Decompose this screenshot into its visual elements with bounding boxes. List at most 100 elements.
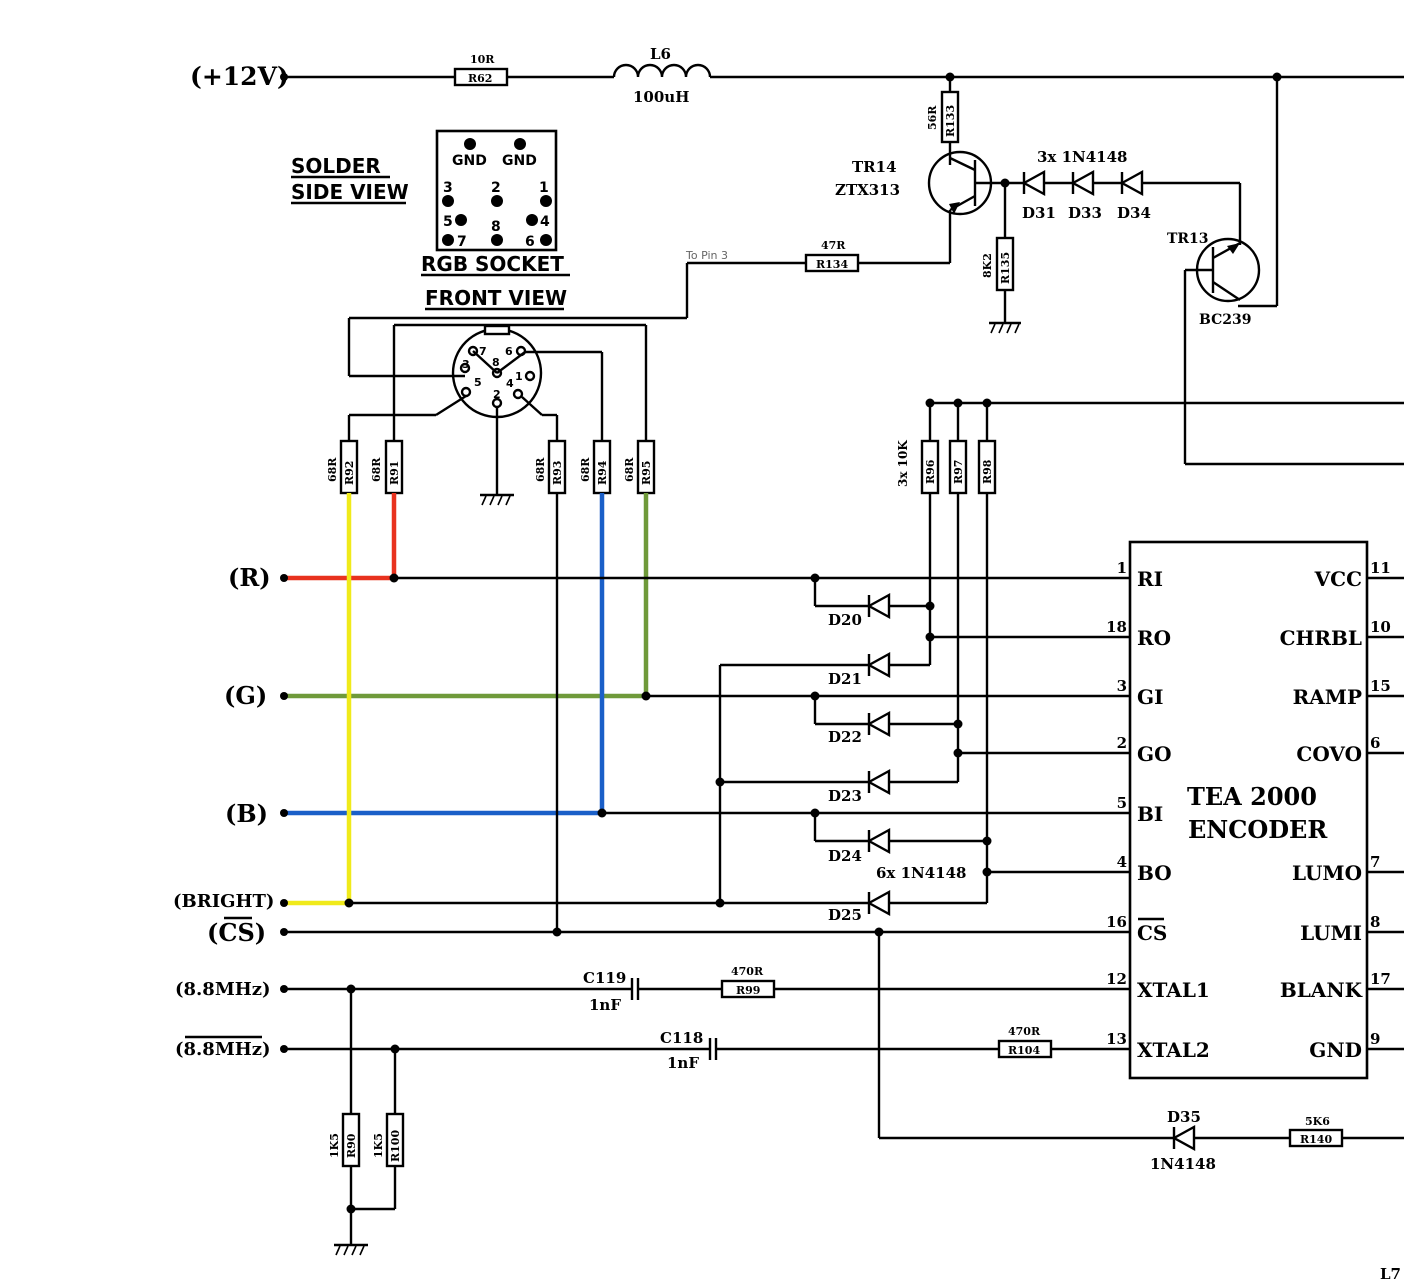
- ic-title: TEA 2000: [1187, 782, 1317, 811]
- d34-label: D34: [1117, 204, 1151, 222]
- ic-pin-number: 13: [1106, 1030, 1127, 1048]
- r95-value: 68R: [623, 457, 636, 482]
- r140-ref: R140: [1300, 1133, 1332, 1146]
- tr13-part: BC239: [1199, 312, 1251, 328]
- l6-value: 100uH: [633, 88, 689, 106]
- tr14-part: ZTX313: [835, 181, 900, 199]
- front-pin-label: 3: [462, 358, 470, 371]
- diode-d31: [1021, 169, 1046, 197]
- c119-ref: C119: [583, 969, 626, 987]
- d35-part: 1N4148: [1150, 1155, 1216, 1173]
- ic-pin-name: GND: [1309, 1038, 1362, 1062]
- ic-subtitle: ENCODER: [1188, 815, 1328, 844]
- d33-label: D33: [1068, 204, 1102, 222]
- diode-d22: [866, 710, 891, 738]
- rear-pin-label: 2: [491, 180, 501, 196]
- ic-pin-name: VCC: [1314, 567, 1362, 591]
- pullups-label: 3x 10K: [896, 440, 910, 487]
- r97-ref: R97: [952, 460, 965, 484]
- l6-ref: L6: [650, 45, 671, 63]
- rear-pin-label: 7: [457, 234, 467, 250]
- tr13-stage: TR13 BC239: [1167, 231, 1404, 466]
- ic-pin-name: GO: [1137, 742, 1172, 766]
- r99-value: 470R: [731, 965, 764, 978]
- rear-pin-label: 5: [443, 214, 453, 230]
- front-pin-label: 8: [492, 356, 500, 369]
- ic-right-pins: 11VCC10CHRBL15RAMP6COVO7LUMO8LUMI17BLANK…: [1280, 559, 1404, 1062]
- ic-pin-name: BO: [1137, 861, 1172, 885]
- ic-pin-number: 6: [1370, 734, 1380, 752]
- r104-value: 470R: [1008, 1025, 1041, 1038]
- ic-pin-name: RI: [1137, 567, 1163, 591]
- signal-g: (G): [224, 681, 267, 710]
- r104-ref: R104: [1008, 1044, 1040, 1057]
- r133-ref: R133: [944, 105, 957, 137]
- signal-cs: (CS): [207, 918, 266, 947]
- r62-ref: R62: [468, 72, 492, 85]
- diode-d23: [866, 768, 891, 796]
- r96-ref: R96: [924, 459, 937, 484]
- d20-label: D20: [828, 611, 862, 629]
- tr14-ref: TR14: [852, 158, 897, 176]
- signal-clk-n: (8.8MHz): [175, 1039, 271, 1060]
- ic-pin-name: CHRBL: [1280, 626, 1362, 650]
- inductor-l6: [612, 63, 712, 78]
- front-pin-label: 1: [515, 370, 523, 383]
- d24-label: D24: [828, 847, 862, 865]
- diode-d24: [866, 827, 891, 855]
- front-pin-label: 5: [474, 376, 482, 389]
- ic-pin-name: COVO: [1296, 742, 1362, 766]
- ic-pin-number: 2: [1117, 734, 1127, 752]
- ic-pin-number: 9: [1370, 1030, 1380, 1048]
- gnd-label-b: GND: [502, 153, 537, 169]
- front-pin-label: 2: [493, 388, 501, 401]
- ic-pin-number: 7: [1370, 853, 1380, 871]
- r93-ref: R93: [551, 461, 564, 485]
- r90-ref: R90: [345, 1133, 358, 1158]
- signal-b: (B): [225, 799, 268, 828]
- ic-pin-name: LUMI: [1300, 921, 1362, 945]
- rear-pin-label: 6: [525, 234, 535, 250]
- r92-value: 68R: [326, 457, 339, 482]
- ic-pin-number: 10: [1370, 618, 1391, 636]
- ic-pin-number: 15: [1370, 677, 1391, 695]
- r92-ref: R92: [343, 461, 356, 485]
- ic-body: [1128, 540, 1369, 1080]
- r134-ref: R134: [816, 258, 848, 271]
- ic-pin-name: RO: [1137, 626, 1171, 650]
- ic-pin-number: 11: [1370, 559, 1391, 577]
- solder-title-1: SOLDER: [291, 154, 381, 178]
- r90-value: 1K5: [328, 1133, 341, 1158]
- ic-pin-name: XTAL2: [1137, 1038, 1210, 1062]
- r140-value: 5K6: [1305, 1115, 1330, 1128]
- d31-label: D31: [1022, 204, 1056, 222]
- rear-pin-label: 4: [540, 214, 550, 230]
- ic-pin-name: LUMO: [1292, 861, 1362, 885]
- ic-pin-number: 4: [1117, 853, 1127, 871]
- r91-value: 68R: [370, 457, 383, 482]
- r133-value: 56R: [926, 105, 939, 130]
- diode-d33: [1070, 169, 1095, 197]
- ic-pin-number: 16: [1106, 913, 1127, 931]
- series-resistors: R92 68R R91 68R R93 68R R94 68R R95 68R: [326, 439, 656, 495]
- supply-rail: (+12V) 10R R62 L6 100uH: [190, 45, 1404, 308]
- r135-value: 8K2: [981, 253, 994, 278]
- rear-pin-label: 3: [443, 180, 453, 196]
- c118-value: 1nF: [667, 1054, 699, 1072]
- r91-ref: R91: [388, 461, 401, 485]
- r135-ref: R135: [999, 252, 1012, 284]
- front-view-label: FRONT VIEW: [425, 286, 567, 310]
- d22-label: D22: [828, 728, 862, 746]
- ground-symbol: [989, 321, 1021, 334]
- diodes-mid-label: 6x 1N4148: [876, 864, 967, 882]
- ic-pin-name: XTAL1: [1137, 978, 1210, 1002]
- ic-pin-number: 3: [1117, 677, 1127, 695]
- diodes-top-label: 3x 1N4148: [1037, 148, 1128, 166]
- c118-ref: C118: [660, 1029, 703, 1047]
- solder-title-2: SIDE VIEW: [291, 180, 409, 204]
- ic-pin-name: BI: [1137, 802, 1163, 826]
- signal-clk: (8.8MHz): [175, 979, 271, 1000]
- ic-pin-name: GI: [1137, 685, 1163, 709]
